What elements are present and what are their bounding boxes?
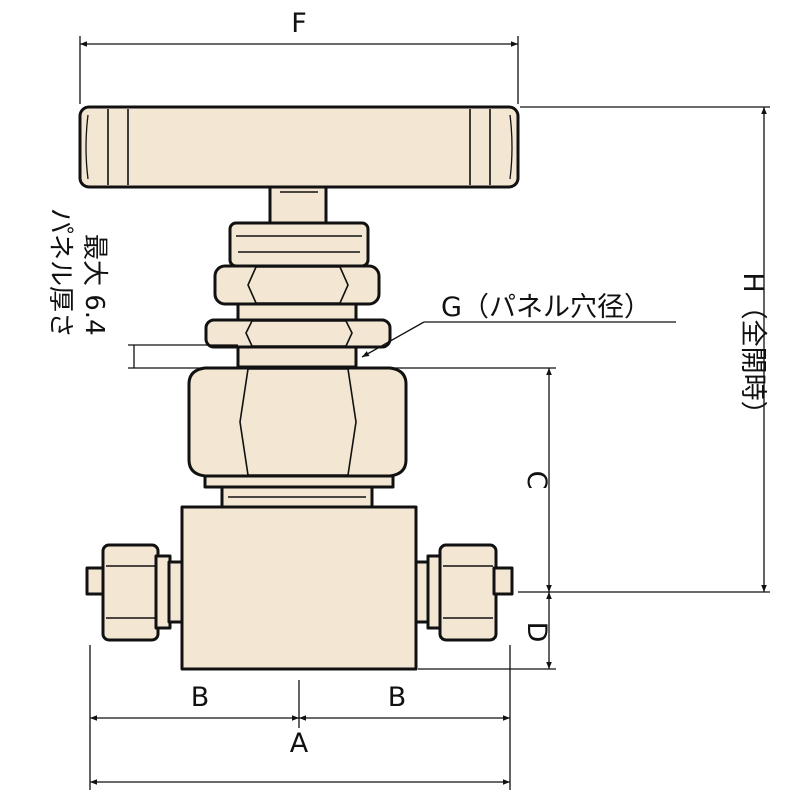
body-hex-nut — [187, 366, 408, 478]
dimension-d: D — [418, 592, 556, 670]
dimension-c-label: C — [521, 471, 552, 490]
panel-thickness-label-line1: パネル厚さ — [45, 208, 75, 338]
panel-nut — [204, 318, 392, 349]
dimension-g-label: G（パネル穴径） — [441, 292, 651, 323]
upper-hex-nut — [213, 264, 381, 306]
washer-ring — [203, 474, 395, 489]
valve-body-block — [180, 505, 418, 671]
dimension-f-label: F — [291, 8, 307, 39]
thread-neck — [236, 302, 358, 322]
dimension-c: C — [394, 367, 556, 592]
dimension-b-left-label: B — [191, 682, 210, 713]
valve-stem — [268, 185, 328, 225]
t-handle — [78, 105, 520, 189]
panel-thickness-dimension: パネル厚さ 最大 6.4 — [45, 208, 238, 369]
dimension-d-label: D — [521, 622, 552, 643]
dimension-b-a: B B A — [89, 645, 511, 790]
dimension-h-label: H（全開時） — [737, 272, 768, 427]
dimension-g: G（パネル穴径） — [361, 292, 676, 358]
bonnet-cap — [228, 221, 370, 268]
dimension-b-right-label: B — [388, 682, 407, 713]
right-tube-fitting — [414, 543, 514, 642]
panel-thread — [236, 345, 358, 369]
dimension-f: F — [79, 8, 519, 104]
dimension-a-label: A — [290, 728, 309, 759]
dimension-h: H（全開時） — [518, 106, 770, 593]
panel-thickness-label-line2: 最大 6.4 — [79, 234, 109, 336]
left-tube-fitting — [85, 543, 184, 642]
